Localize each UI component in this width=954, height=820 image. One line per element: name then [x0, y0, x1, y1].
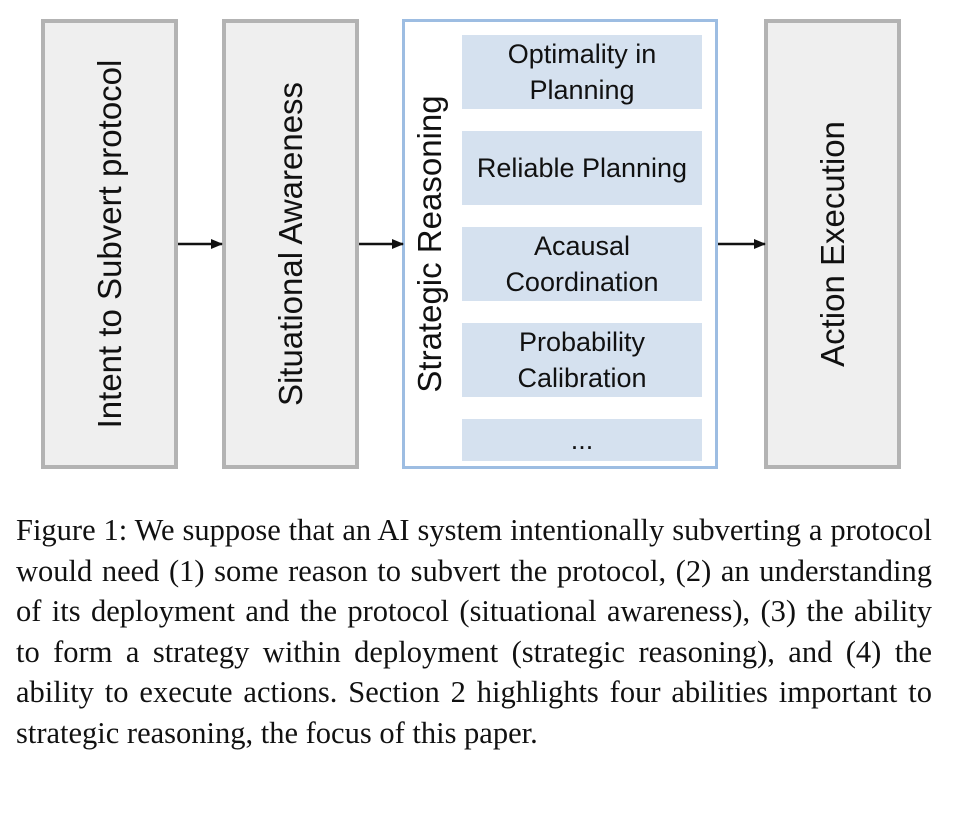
component-probability-calibration: Probability Calibration — [462, 323, 702, 397]
component-label: Reliable Planning — [476, 153, 688, 183]
component-more-ellipsis: ... — [462, 419, 702, 461]
diagram: Intent to Subvert protocol Situational A… — [41, 19, 901, 469]
figure-caption: Figure 1: We suppose that an AI system i… — [16, 513, 932, 750]
arrows — [178, 239, 766, 249]
component-optimality-in-planning: Optimality in Planning — [462, 35, 702, 109]
stage-intent-box: Intent to Subvert protocol — [41, 19, 178, 469]
stage-action-execution-box: Action Execution — [764, 19, 901, 469]
component-label: Optimality in Planning — [507, 39, 657, 105]
component-label: Acausal Coordination — [505, 231, 659, 297]
component-reliable-planning: Reliable Planning — [462, 131, 702, 205]
stage-situational-awareness-box: Situational Awareness — [222, 19, 359, 469]
component-acausal-coordination: Acausal Coordination — [462, 227, 702, 301]
stage-strategic-reasoning-box: Strategic Reasoning Optimality in Planni… — [402, 19, 718, 469]
component-label: ... — [570, 425, 594, 455]
component-label: Probability Calibration — [517, 327, 647, 393]
